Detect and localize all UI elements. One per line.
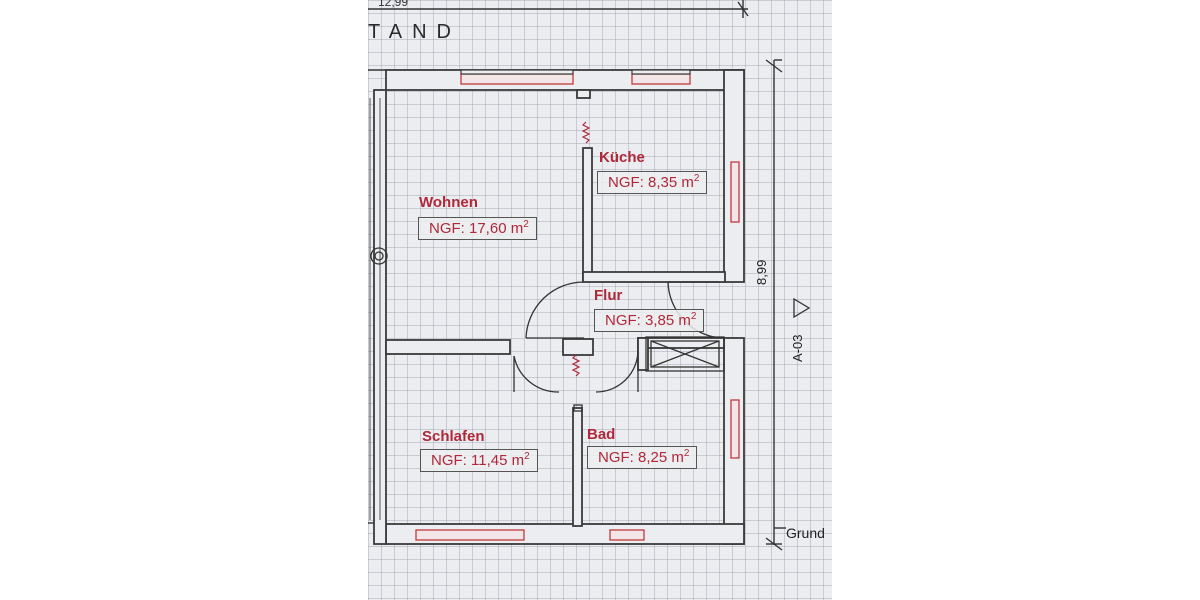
floor-plan-photo: 12,99 TAND Wohnen NGF: 17,60 m2 Küche NG… xyxy=(368,0,832,600)
room-area-bad: NGF: 8,25 m2 xyxy=(587,446,698,469)
door-swing-bedroom xyxy=(513,355,560,393)
inner-wall-kitchen-bottom xyxy=(582,271,726,283)
door-swing-living xyxy=(525,281,585,339)
vent-zigzag-flur xyxy=(571,354,581,377)
walls xyxy=(373,69,745,545)
room-area-wohnen: NGF: 17,60 m2 xyxy=(418,217,537,240)
inner-wall-kitchen-left xyxy=(582,147,593,281)
room-area-kueche: NGF: 8,35 m2 xyxy=(597,171,708,194)
room-area-schlafen: NGF: 11,45 m2 xyxy=(420,449,538,472)
side-dimension: 8,99 xyxy=(754,259,769,285)
sheet-title-fragment: TAND xyxy=(368,21,461,43)
sheet-reference: A-03 xyxy=(790,334,805,362)
window-bottom-bedroom xyxy=(415,529,525,541)
socket-icon xyxy=(370,247,388,265)
top-dimension: 12,99 xyxy=(378,0,409,9)
room-name-bad: Bad xyxy=(587,426,616,443)
window-top-living xyxy=(460,73,574,85)
room-name-wohnen: Wohnen xyxy=(419,194,478,211)
door-swing-bath xyxy=(595,349,639,393)
floor-plan-drawing xyxy=(368,0,811,551)
room-name-kueche: Küche xyxy=(599,149,645,166)
inner-wall-living-bottom xyxy=(385,339,511,355)
room-name-schlafen: Schlafen xyxy=(422,428,485,445)
window-bottom-bath xyxy=(609,529,645,541)
shaft xyxy=(645,336,725,372)
chimney-block xyxy=(562,338,594,356)
triangle-marker-icon xyxy=(793,297,811,319)
footer-label-fragment: Grund xyxy=(786,525,825,541)
window-right-kitchen xyxy=(730,161,740,223)
room-area-flur: NGF: 3,85 m2 xyxy=(594,309,705,332)
room-name-flur: Flur xyxy=(594,287,623,304)
kitchen-post xyxy=(576,89,591,99)
window-right-bath xyxy=(730,399,740,459)
inner-wall-bath-left xyxy=(572,407,583,527)
vent-zigzag-kitchen xyxy=(581,121,591,144)
window-top-kitchen xyxy=(631,73,691,85)
